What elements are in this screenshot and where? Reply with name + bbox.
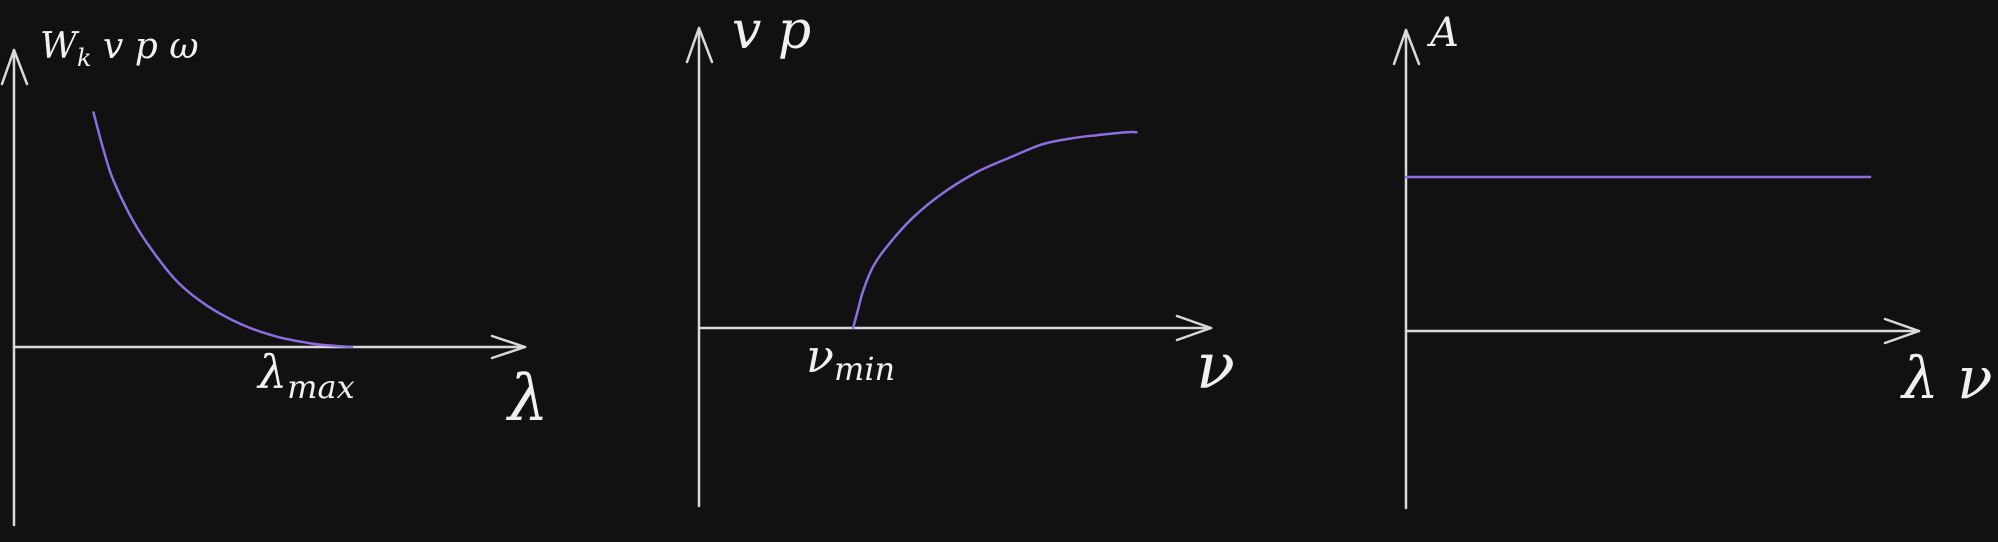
x-axis-label-3: λ ν [1900, 344, 1992, 412]
series-group-1 [92, 111, 354, 349]
chart-panel-2: v p ν νmin [685, 1, 1235, 508]
annotation-lambda-max-sub: max [287, 368, 354, 406]
y-axis-arrow-1 [0, 48, 29, 86]
y-axis-label-1-main: W [40, 26, 80, 67]
x-axis-arrow-1 [490, 334, 527, 360]
x-axis-arrow-3 [1883, 317, 1921, 345]
annotation-lambda-max-main: λ [256, 345, 287, 399]
y-axis-label-1-sub: k [77, 44, 92, 72]
y-axis-label-1: Wk v p ω [40, 26, 199, 72]
series-group-2 [851, 130, 1138, 330]
series-line-1 [92, 111, 354, 349]
chart-panel-1: Wk v p ω λ λmax [0, 26, 549, 527]
series-line-2 [851, 130, 1138, 330]
annotation-nu-min-sub: min [834, 350, 895, 388]
chart-panel-3: A λ ν [1392, 10, 1992, 510]
annotation-lambda-max: λmax [256, 345, 355, 406]
y-axis-arrow-3 [1392, 28, 1421, 66]
x-axis-label-1: λ [505, 362, 549, 436]
x-axis-label-2: ν [1196, 330, 1235, 404]
annotation-nu-min-main: ν [806, 329, 834, 383]
y-axis-arrow-2 [685, 26, 714, 64]
y-axis-label-3: A [1426, 10, 1459, 56]
y-axis-label-1-rest: v p ω [92, 26, 199, 67]
y-axis-label-2: v p [732, 1, 811, 61]
x-axis-arrow-2 [1175, 314, 1213, 342]
annotation-nu-min: νmin [806, 329, 895, 388]
